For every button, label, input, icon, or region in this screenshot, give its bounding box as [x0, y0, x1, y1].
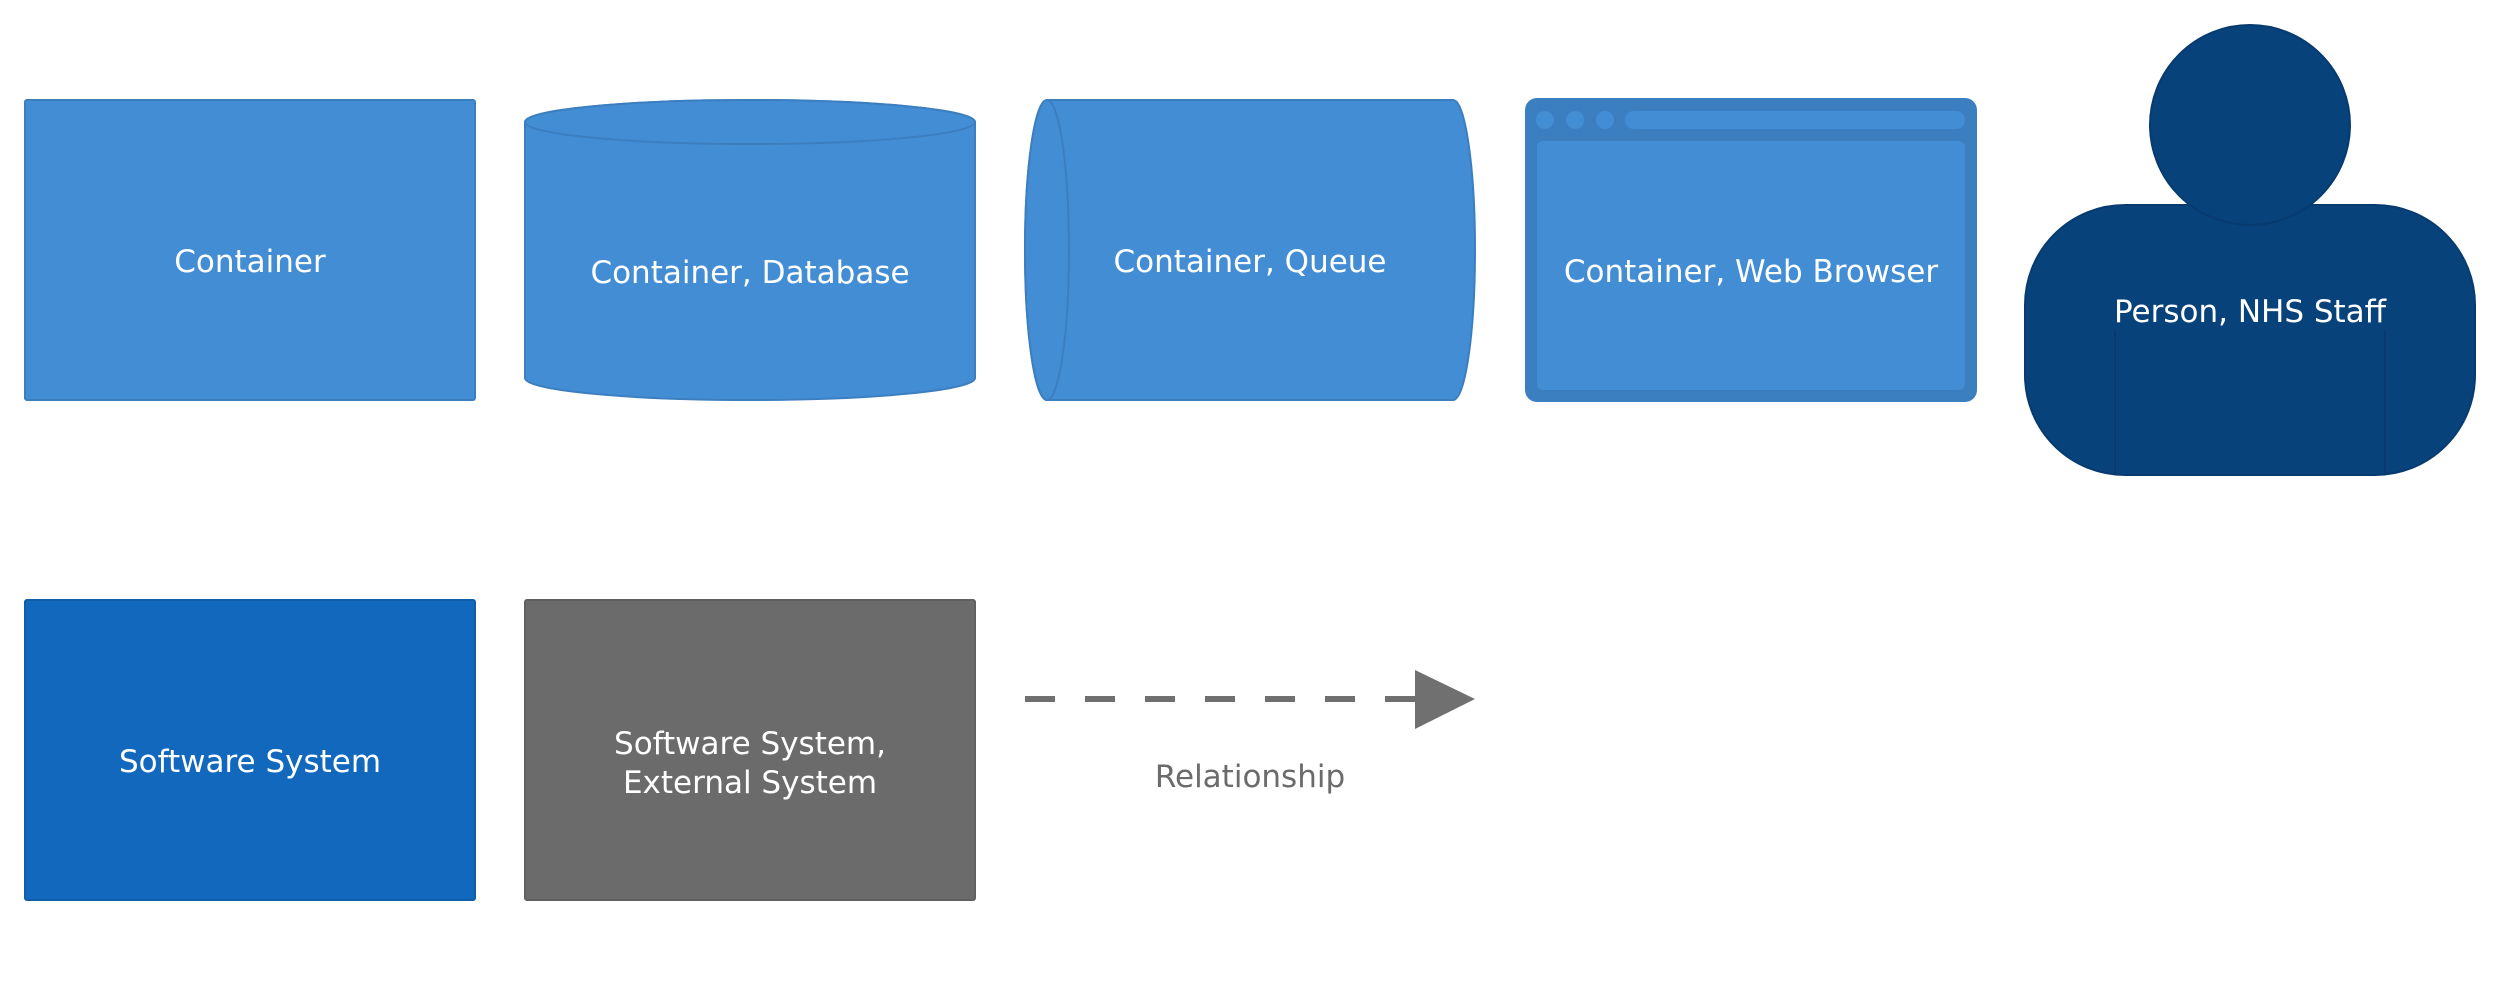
- queue-label: Container, Queue: [1113, 244, 1386, 280]
- software-system-element: Software System: [24, 599, 476, 901]
- container-label: Container: [174, 244, 326, 280]
- browser-dot-icon: [1536, 111, 1554, 129]
- software-system-box: [24, 599, 476, 901]
- relationship-label: Relationship: [1155, 759, 1345, 795]
- database-cylinder-top: [524, 99, 976, 145]
- external-system-label-line2: External System: [623, 765, 877, 801]
- external-system-box: [524, 599, 976, 901]
- container-box: [24, 99, 476, 401]
- web-browser-element: Container, Web Browser: [1525, 98, 1977, 402]
- relationship-element: Relationship: [1025, 670, 1475, 795]
- person-element: Person, NHS Staff: [2024, 24, 2476, 476]
- container-element: Container: [24, 99, 476, 401]
- queue-cylinder-end: [1024, 99, 1070, 401]
- database-element: Container, Database: [524, 99, 976, 401]
- person-body: [2024, 204, 2476, 476]
- web-browser-label: Container, Web Browser: [1564, 254, 1939, 290]
- queue-element: Container, Queue: [1024, 99, 1476, 401]
- external-system-label-line1: Software System,: [614, 726, 886, 762]
- browser-address-bar: [1625, 111, 1965, 129]
- relationship-arrowhead-icon: [1415, 670, 1475, 729]
- browser-content-area: [1537, 141, 1965, 390]
- browser-dot-icon: [1596, 111, 1614, 129]
- person-label: Person, NHS Staff: [2114, 294, 2387, 330]
- external-system-element: Software System, External System: [524, 599, 976, 901]
- person-head: [2149, 24, 2351, 226]
- database-label: Container, Database: [590, 255, 909, 291]
- software-system-label: Software System: [119, 744, 381, 780]
- browser-dot-icon: [1566, 111, 1584, 129]
